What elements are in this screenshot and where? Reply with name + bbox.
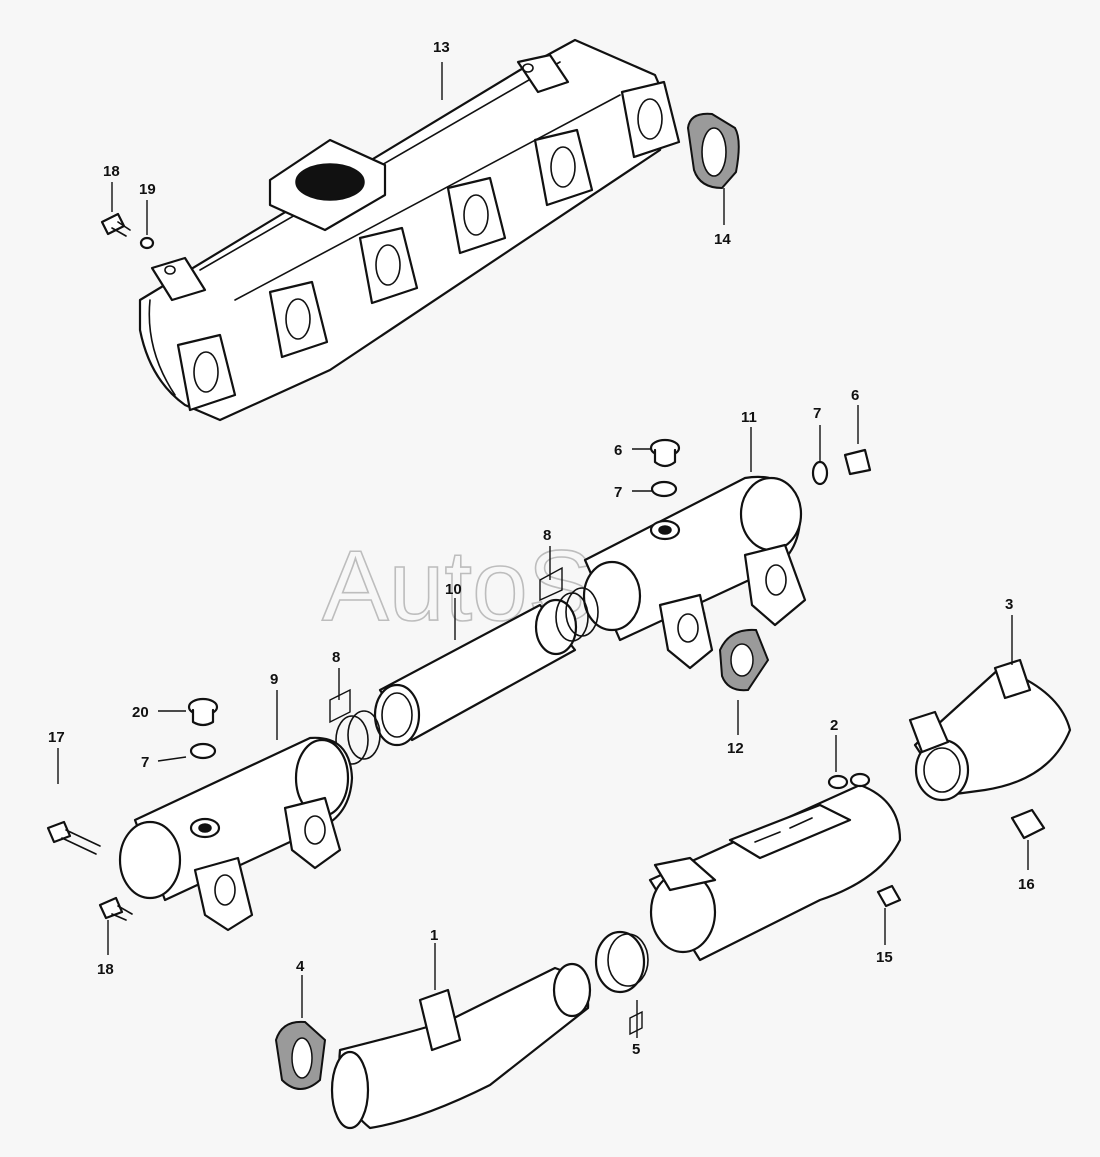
callout-labels: 13 14 18 19 6 7 6 7 11 8 10 9 8 20 7 17 … (48, 39, 1035, 1058)
nut-15 (876, 884, 902, 908)
washer-7-top (650, 480, 678, 498)
manifold-section-9 (118, 736, 354, 932)
callout-3: 3 (1005, 596, 1013, 613)
callout-19: 19 (139, 181, 156, 198)
callout-6-top: 6 (614, 442, 622, 459)
seal-ring-8-left (335, 710, 381, 765)
callout-17: 17 (48, 729, 65, 746)
plug-20 (187, 697, 219, 727)
lower-pipe-1 (330, 962, 592, 1130)
upper-manifold (138, 38, 681, 422)
nut-16 (1010, 808, 1046, 840)
callout-13: 13 (433, 39, 450, 56)
washer-7-right (811, 460, 829, 486)
plug-6-right (843, 448, 872, 476)
callout-2: 2 (830, 717, 838, 734)
callout-5: 5 (632, 1041, 640, 1058)
callout-14: 14 (714, 231, 731, 248)
gasket-4 (274, 1020, 327, 1090)
callout-4: 4 (296, 958, 305, 975)
callout-10: 10 (445, 581, 462, 598)
turbo-pipe-2 (648, 772, 902, 962)
callout-6-right: 6 (851, 387, 859, 404)
callout-9: 9 (270, 671, 278, 688)
callout-7-top: 7 (614, 484, 622, 501)
gasket-14 (686, 112, 740, 190)
callout-7-right: 7 (813, 405, 821, 422)
callout-8-left: 8 (332, 649, 340, 666)
elbow-3 (908, 658, 1072, 802)
manifold-section-11 (582, 475, 807, 670)
callout-12: 12 (727, 740, 744, 757)
clamp-ring-5 (594, 930, 649, 994)
callout-20: 20 (132, 704, 149, 721)
callout-8-right: 8 (543, 527, 551, 544)
seal-ring-8-right (555, 587, 599, 642)
washer-7-left (189, 742, 217, 760)
plug-6-top (649, 438, 681, 468)
gasket-12 (718, 628, 770, 692)
bolt-18-top (100, 212, 131, 237)
callout-16: 16 (1018, 876, 1035, 893)
callout-1: 1 (430, 927, 438, 944)
leader-lines (57, 62, 1029, 1038)
callout-11: 11 (741, 409, 757, 426)
bolt-18-bottom (98, 896, 133, 921)
callout-18-bottom: 18 (97, 961, 114, 978)
callout-7-left: 7 (141, 754, 149, 771)
washer-19 (139, 236, 155, 250)
callout-18-top: 18 (103, 163, 120, 180)
bolt-17 (46, 820, 101, 855)
callout-15: 15 (876, 949, 893, 966)
